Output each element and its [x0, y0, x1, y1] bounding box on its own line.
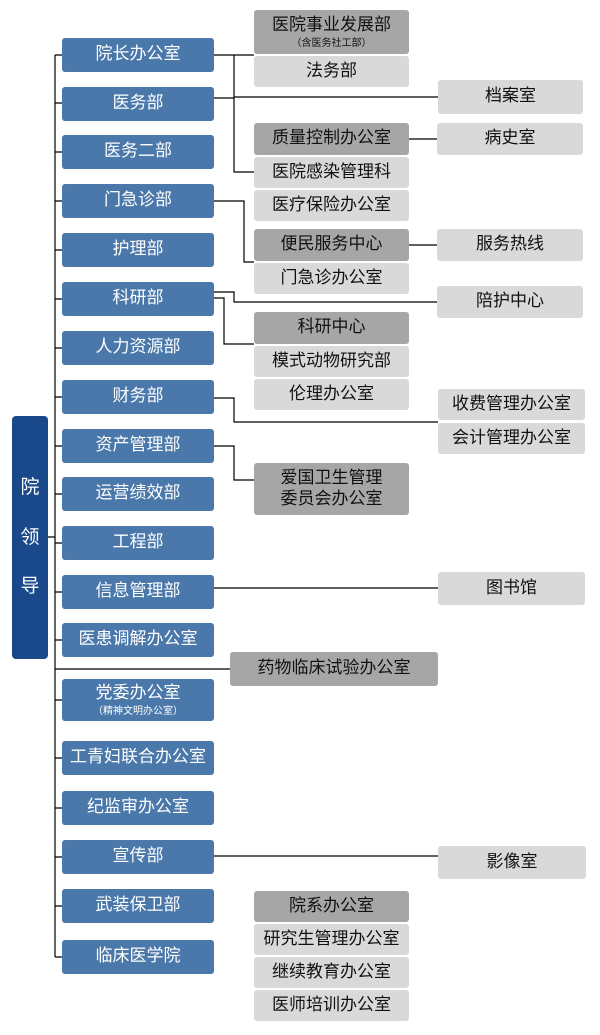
unit-label: 医师培训办公室	[272, 994, 391, 1015]
dept-research: 科研部	[62, 282, 214, 316]
dept-label: 门急诊部	[104, 190, 172, 211]
unit-label: 质量控制办公室	[272, 128, 391, 149]
leadership-char-2: 领	[20, 525, 40, 548]
dept-operations-performance: 运营绩效部	[62, 477, 214, 511]
leadership-char-3: 导	[20, 575, 40, 598]
dept-label: 医务部	[112, 93, 164, 114]
unit-continuing-education: 继续教育办公室	[254, 957, 409, 988]
unit-escort-center: 陪护中心	[437, 286, 583, 318]
dept-nursing: 护理部	[62, 233, 214, 267]
unit-label: 档案室	[485, 86, 536, 107]
unit-graduate-office: 研究生管理办公室	[254, 924, 409, 955]
unit-label: 病史室	[484, 128, 536, 149]
leadership-box: 院 领 导	[12, 416, 48, 659]
dept-presidents-office: 院长办公室	[62, 38, 214, 72]
unit-patriotic-health: 爱国卫生管理委员会办公室	[254, 463, 409, 515]
dept-engineering: 工程部	[62, 526, 214, 560]
unit-label: 医院事业发展部	[272, 15, 391, 36]
unit-infection-control: 医院感染管理科	[254, 157, 409, 188]
dept-discipline-audit: 纪监审办公室	[62, 791, 214, 825]
dept-publicity: 宣传部	[62, 840, 214, 874]
dept-label: 人力资源部	[95, 337, 181, 358]
unit-label: 门急诊办公室	[280, 267, 383, 288]
dept-medical-affairs-2: 医务二部	[62, 135, 214, 169]
dept-label: 医患调解办公室	[78, 629, 198, 650]
unit-label: 医院感染管理科	[272, 161, 391, 182]
dept-label: 工青妇联合办公室	[70, 747, 206, 768]
unit-research-center: 科研中心	[254, 312, 409, 344]
dept-outpatient-emergency: 门急诊部	[62, 184, 214, 218]
unit-label: 伦理办公室	[289, 383, 374, 404]
dept-label: 医务二部	[104, 141, 172, 162]
unit-archives: 档案室	[438, 80, 583, 114]
dept-label: 护理部	[112, 239, 164, 260]
dept-unions-office: 工青妇联合办公室	[62, 741, 214, 775]
unit-label: 会计管理办公室	[452, 427, 571, 448]
unit-faculty-office: 院系办公室	[254, 891, 409, 922]
unit-label: 图书馆	[486, 577, 537, 598]
leadership-char-1: 院	[20, 475, 40, 498]
dept-label: 运营绩效部	[95, 483, 181, 504]
unit-fee-management: 收费管理办公室	[438, 389, 585, 420]
unit-imaging: 影像室	[438, 846, 586, 879]
dept-label: 纪监审办公室	[87, 797, 189, 818]
dept-label: 科研部	[112, 288, 164, 309]
unit-label: 模式动物研究部	[272, 350, 391, 371]
dept-label: 临床医学院	[95, 946, 181, 967]
unit-library: 图书馆	[438, 572, 585, 605]
dept-asset-management: 资产管理部	[62, 429, 214, 463]
unit-label: 科研中心	[297, 317, 366, 338]
unit-label: 研究生管理办公室	[263, 928, 400, 949]
dept-label: 资产管理部	[95, 435, 181, 456]
dept-finance: 财务部	[62, 380, 214, 414]
unit-label: 药物临床试验办公室	[257, 658, 411, 679]
unit-label: 医疗保险办公室	[272, 194, 391, 215]
dept-label: 武装保卫部	[95, 895, 181, 916]
unit-note: （含医务社工部）	[291, 37, 372, 49]
unit-label: 爱国卫生管理委员会办公室	[280, 467, 383, 509]
dept-label: 信息管理部	[95, 581, 181, 602]
dept-note: （精神文明办公室）	[93, 705, 183, 717]
dept-label: 宣传部	[112, 846, 164, 867]
unit-physician-training: 医师培训办公室	[254, 990, 409, 1021]
unit-outpatient-office: 门急诊办公室	[254, 263, 409, 294]
dept-party-committee: 党委办公室 （精神文明办公室）	[62, 679, 214, 721]
dept-dispute-mediation: 医患调解办公室	[62, 623, 214, 657]
dept-label: 财务部	[112, 386, 164, 407]
dept-label: 院长办公室	[95, 44, 181, 65]
unit-label: 服务热线	[476, 234, 544, 255]
dept-security: 武装保卫部	[62, 889, 214, 923]
unit-medical-records: 病史室	[437, 123, 583, 155]
unit-service-hotline: 服务热线	[437, 229, 583, 261]
unit-medical-insurance: 医疗保险办公室	[254, 190, 409, 221]
dept-human-resources: 人力资源部	[62, 331, 214, 365]
dept-medical-affairs: 医务部	[62, 87, 214, 121]
unit-legal: 法务部	[254, 56, 409, 87]
unit-accounting: 会计管理办公室	[438, 423, 585, 454]
unit-label: 法务部	[306, 60, 357, 81]
unit-label: 收费管理办公室	[452, 393, 571, 414]
unit-animal-research: 模式动物研究部	[254, 346, 409, 377]
unit-label: 陪护中心	[476, 291, 544, 312]
unit-drug-trial: 药物临床试验办公室	[230, 652, 438, 686]
dept-information-management: 信息管理部	[62, 575, 214, 609]
unit-label: 院系办公室	[289, 895, 374, 916]
dept-label: 党委办公室	[95, 683, 181, 704]
unit-label: 便民服务中心	[280, 234, 383, 255]
unit-label: 继续教育办公室	[272, 961, 391, 982]
unit-label: 影像室	[486, 851, 538, 872]
dept-clinical-college: 临床医学院	[62, 940, 214, 974]
unit-hospital-development: 医院事业发展部 （含医务社工部）	[254, 10, 409, 54]
dept-label: 工程部	[112, 532, 164, 553]
unit-quality-control: 质量控制办公室	[254, 123, 409, 155]
unit-ethics: 伦理办公室	[254, 379, 409, 410]
unit-service-center: 便民服务中心	[254, 229, 409, 261]
